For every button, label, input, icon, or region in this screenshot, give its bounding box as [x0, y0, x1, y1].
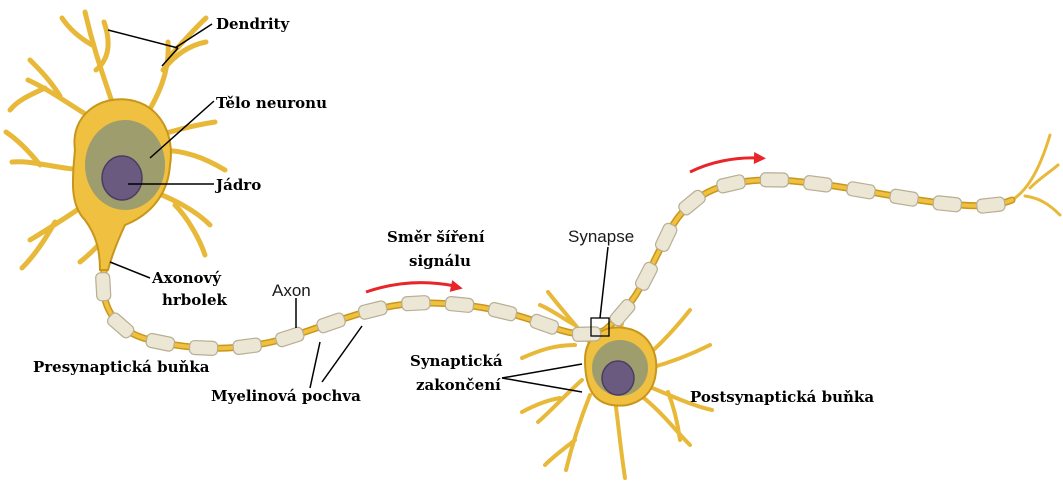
dendrite-branch — [22, 222, 55, 268]
label-synapticka: Synaptická — [410, 351, 503, 371]
label-axonovy: Axonový — [152, 268, 221, 288]
myelin-segment — [889, 189, 919, 207]
dendrite-branch — [522, 345, 575, 358]
label-zakonceni: zakončení — [416, 375, 501, 395]
axon-terminal-branch — [1012, 135, 1050, 200]
dendrite-branch — [648, 310, 690, 355]
dendrite-branch — [566, 395, 590, 470]
leader-line — [310, 342, 320, 388]
myelin-segment — [976, 197, 1005, 214]
myelin-segment — [445, 296, 474, 313]
myelin-segment — [572, 327, 600, 342]
myelin-segment — [634, 261, 659, 292]
label-postsynapticka-bunka: Postsynaptická buňka — [690, 387, 874, 407]
myelin-segment — [95, 272, 111, 301]
postsynaptic-nucleus — [602, 361, 634, 395]
label-hrbolek: hrbolek — [162, 290, 227, 310]
leader-line — [322, 326, 362, 382]
dendrite-branch — [615, 400, 625, 478]
signal-direction-arrows — [366, 152, 766, 294]
leader-line — [110, 262, 150, 278]
leader-line — [502, 364, 582, 378]
myelin-segment — [401, 295, 430, 311]
myelin-segment — [654, 222, 679, 253]
label-signalu: signálu — [409, 251, 471, 271]
myelin-segment — [487, 302, 517, 322]
label-presynapticka-bunka: Presynaptická buňka — [33, 357, 210, 377]
myelin-segment — [716, 174, 746, 194]
label-synapse: Synapse — [568, 227, 634, 247]
myelin-segment — [529, 313, 560, 336]
dendrite-branch — [10, 88, 45, 110]
signal-arrow-shaft — [366, 283, 455, 292]
myelin-segment — [274, 326, 305, 348]
label-axon: Axon — [272, 281, 311, 301]
signal-arrow-head — [450, 280, 464, 294]
myelin-segment — [803, 175, 833, 192]
myelin-segment — [232, 338, 262, 355]
myelin-segment — [189, 340, 218, 355]
dendrite-branch — [650, 345, 710, 368]
myelin-segment — [316, 312, 347, 334]
myelin-segment — [933, 195, 962, 212]
leader-line — [502, 378, 582, 392]
myelin-sheath-segments — [95, 173, 1005, 356]
label-smer-sireni: Směr šíření — [387, 227, 485, 247]
postsynaptic-dendrites — [522, 135, 1060, 478]
myelin-segment — [145, 333, 175, 352]
signal-arrow-head — [754, 152, 766, 164]
label-telo-neuronu: Tělo neuronu — [216, 93, 327, 113]
label-jadro: Jádro — [216, 175, 261, 195]
label-myelinova-pochva: Myelinová pochva — [211, 386, 361, 406]
label-dendrity: Dendrity — [216, 14, 289, 34]
leader-line — [108, 30, 178, 48]
myelin-segment — [358, 300, 389, 320]
signal-arrow-shaft — [690, 158, 758, 172]
leader-line — [600, 247, 608, 318]
presynaptic-nucleus — [102, 156, 142, 200]
myelin-segment — [760, 173, 788, 187]
axon-terminal-branch — [1025, 196, 1060, 215]
myelin-segment — [846, 181, 876, 199]
